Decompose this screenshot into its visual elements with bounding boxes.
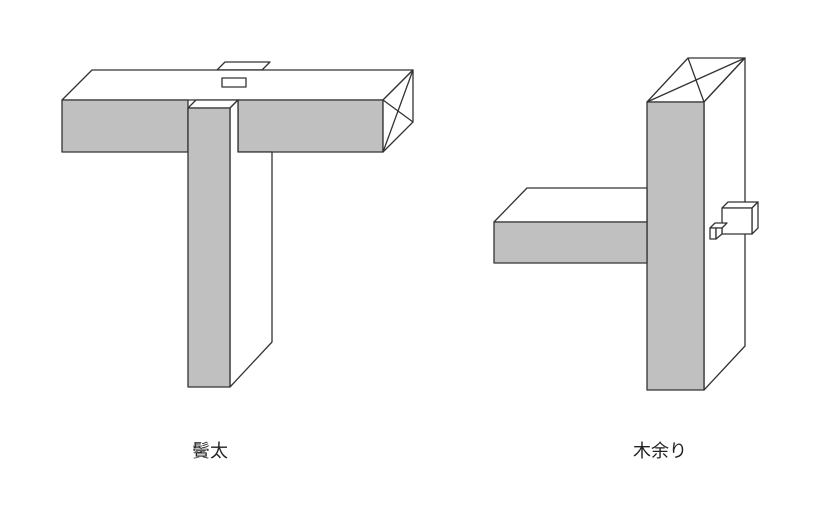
tenon-front-face xyxy=(721,207,753,235)
beam-front-left-face xyxy=(61,99,189,153)
caption-left: 鬢太 xyxy=(192,441,228,462)
post-front-face xyxy=(187,107,231,388)
beam-top-mortise xyxy=(221,77,247,88)
beam-end-cross-b xyxy=(382,69,414,153)
top-tenon-top-face xyxy=(216,61,271,71)
tenon-key-front xyxy=(709,227,717,240)
tenon-key-side xyxy=(715,227,723,240)
post-top-cross-b xyxy=(687,57,705,103)
caption-right: 木余り xyxy=(633,441,687,462)
beam-front-right-face xyxy=(237,99,384,153)
arm-top-face xyxy=(493,187,648,223)
tenon-right-face xyxy=(751,201,759,235)
right-kiamari-joint xyxy=(493,57,759,391)
post-front-face-right xyxy=(646,101,705,391)
left-t-joint xyxy=(61,61,414,388)
arm-front-face xyxy=(493,221,648,264)
